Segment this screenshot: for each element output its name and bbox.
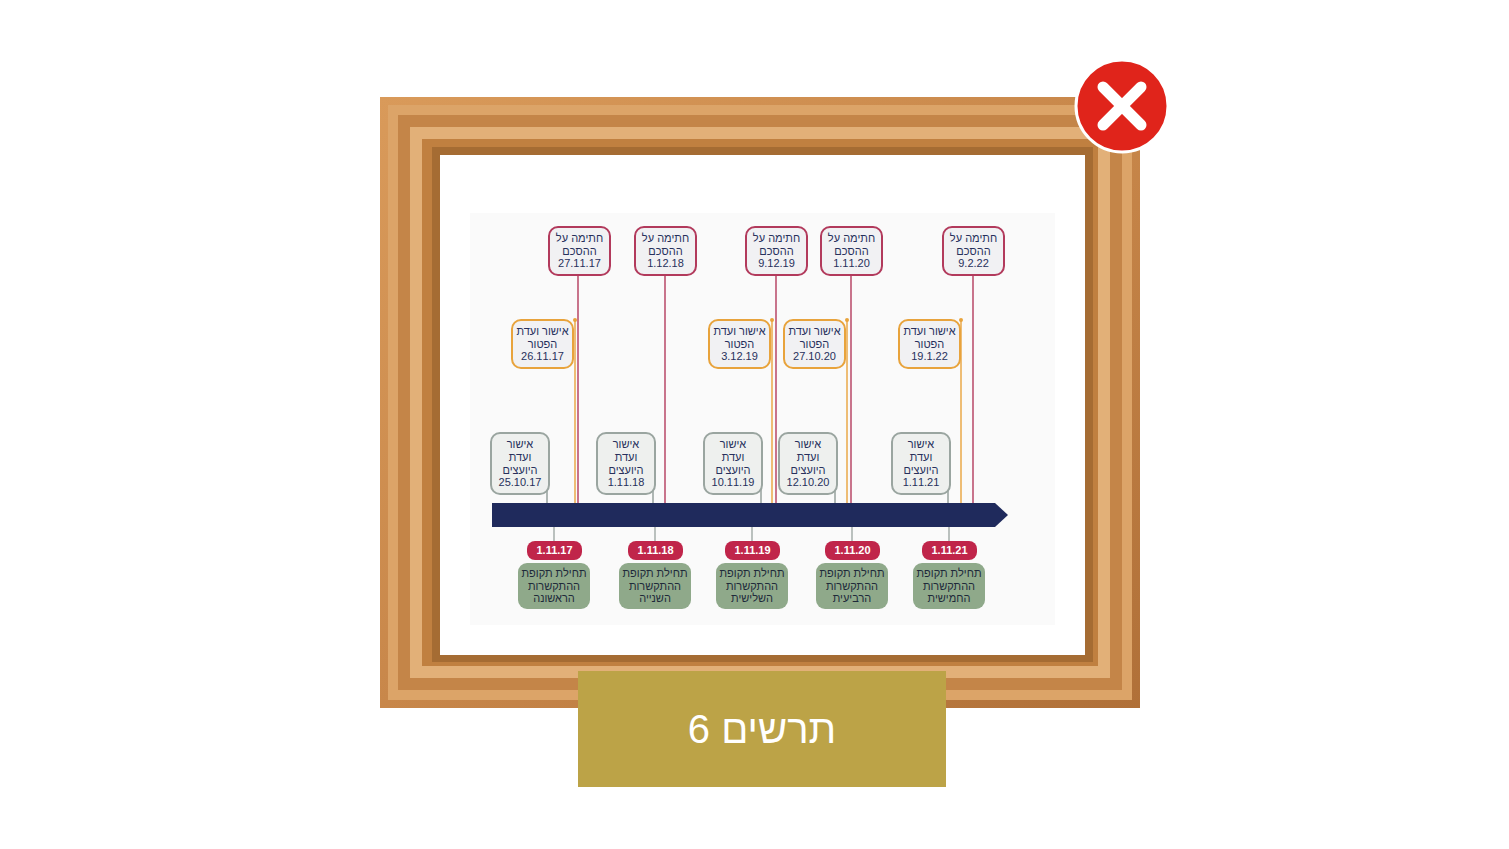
period-box: תחילת תקופת ההתקשרות השנייה xyxy=(619,563,691,609)
node-text: אישור ועדת היועצים 10.11.19 xyxy=(708,438,758,489)
node-text: 1.11.17 xyxy=(529,544,580,557)
date-pill: 1.11.18 xyxy=(628,541,683,560)
period-box: תחילת תקופת ההתקשרות הראשונה xyxy=(518,563,590,609)
leader-lines xyxy=(554,527,949,541)
frame-bevel xyxy=(388,105,1132,700)
node-text: חתימה על ההסכם 9.12.19 xyxy=(750,232,803,270)
signing-box: חתימה על ההסכם 1.12.18 xyxy=(634,226,697,276)
node-text: 1.11.21 xyxy=(924,544,975,557)
date-pill: 1.11.17 xyxy=(527,541,582,560)
node-text: תחילת תקופת ההתקשרות הראשונה xyxy=(521,567,587,605)
date-pill: 1.11.19 xyxy=(725,541,780,560)
advisors-box: אישור ועדת היועצים 12.10.20 xyxy=(778,432,838,495)
frame-bevel xyxy=(422,139,1098,666)
node-text: תחילת תקופת ההתקשרות השלישית xyxy=(719,567,785,605)
node-text: חתימה על ההסכם 1.12.18 xyxy=(639,232,692,270)
node-text: תחילת תקופת ההתקשרות השנייה xyxy=(622,567,688,605)
date-pill: 1.11.20 xyxy=(825,541,880,560)
signing-box: חתימה על ההסכם 27.11.17 xyxy=(548,226,611,276)
period-box: תחילת תקופת ההתקשרות הרביעית xyxy=(816,563,888,609)
exemption-box: אישור ועדת הפטור 3.12.19 xyxy=(708,319,771,369)
advisors-box: אישור ועדת היועצים 1.11.18 xyxy=(596,432,656,495)
exemption-box: אישור ועדת הפטור 27.10.20 xyxy=(783,319,846,369)
node-text: אישור ועדת הפטור 19.1.22 xyxy=(903,325,956,363)
node-text: 1.11.18 xyxy=(630,544,681,557)
signing-box: חתימה על ההסכם 9.12.19 xyxy=(745,226,808,276)
advisors-box: אישור ועדת היועצים 25.10.17 xyxy=(490,432,550,495)
node-text: אישור ועדת היועצים 12.10.20 xyxy=(783,438,833,489)
period-box: תחילת תקופת ההתקשרות השלישית xyxy=(716,563,788,609)
node-text: אישור ועדת הפטור 27.10.20 xyxy=(788,325,841,363)
signing-box: חתימה על ההסכם 1.11.20 xyxy=(820,226,883,276)
frame-canvas xyxy=(440,155,1085,655)
frame-bevel xyxy=(432,147,1093,662)
node-text: אישור ועדת היועצים 25.10.17 xyxy=(495,438,545,489)
node-text: אישור ועדת הפטור 26.11.17 xyxy=(516,325,569,363)
node-text: 1.11.19 xyxy=(727,544,778,557)
reject-icon xyxy=(1076,60,1168,152)
caption-text: תרשים 6 xyxy=(688,707,836,752)
node-text: אישור ועדת היועצים 1.11.21 xyxy=(896,438,946,489)
exemption-box: אישור ועדת הפטור 26.11.17 xyxy=(511,319,574,369)
advisors-box: אישור ועדת היועצים 10.11.19 xyxy=(703,432,763,495)
advisors-box: אישור ועדת היועצים 1.11.21 xyxy=(891,432,951,495)
frame-bevel xyxy=(398,115,1122,690)
diagram-ground xyxy=(470,213,1055,625)
caption-plate: תרשים 6 xyxy=(578,671,946,787)
signing-box: חתימה על ההסכם 9.2.22 xyxy=(942,226,1005,276)
date-pill: 1.11.21 xyxy=(922,541,977,560)
node-text: תחילת תקופת ההתקשרות הרביעית xyxy=(819,567,885,605)
node-text: אישור ועדת הפטור 3.12.19 xyxy=(713,325,766,363)
node-text: אישור ועדת היועצים 1.11.18 xyxy=(601,438,651,489)
node-text: תחילת תקופת ההתקשרות החמישית xyxy=(916,567,982,605)
frame-bevel xyxy=(410,127,1110,678)
timeline-arrow xyxy=(492,503,1008,527)
node-text: חתימה על ההסכם 9.2.22 xyxy=(947,232,1000,270)
exemption-box: אישור ועדת הפטור 19.1.22 xyxy=(898,319,961,369)
period-box: תחילת תקופת ההתקשרות החמישית xyxy=(913,563,985,609)
node-text: 1.11.20 xyxy=(827,544,878,557)
node-text: חתימה על ההסכם 1.11.20 xyxy=(825,232,878,270)
node-text: חתימה על ההסכם 27.11.17 xyxy=(553,232,606,270)
frame-outer xyxy=(380,97,1140,708)
leader-lines xyxy=(578,250,973,503)
